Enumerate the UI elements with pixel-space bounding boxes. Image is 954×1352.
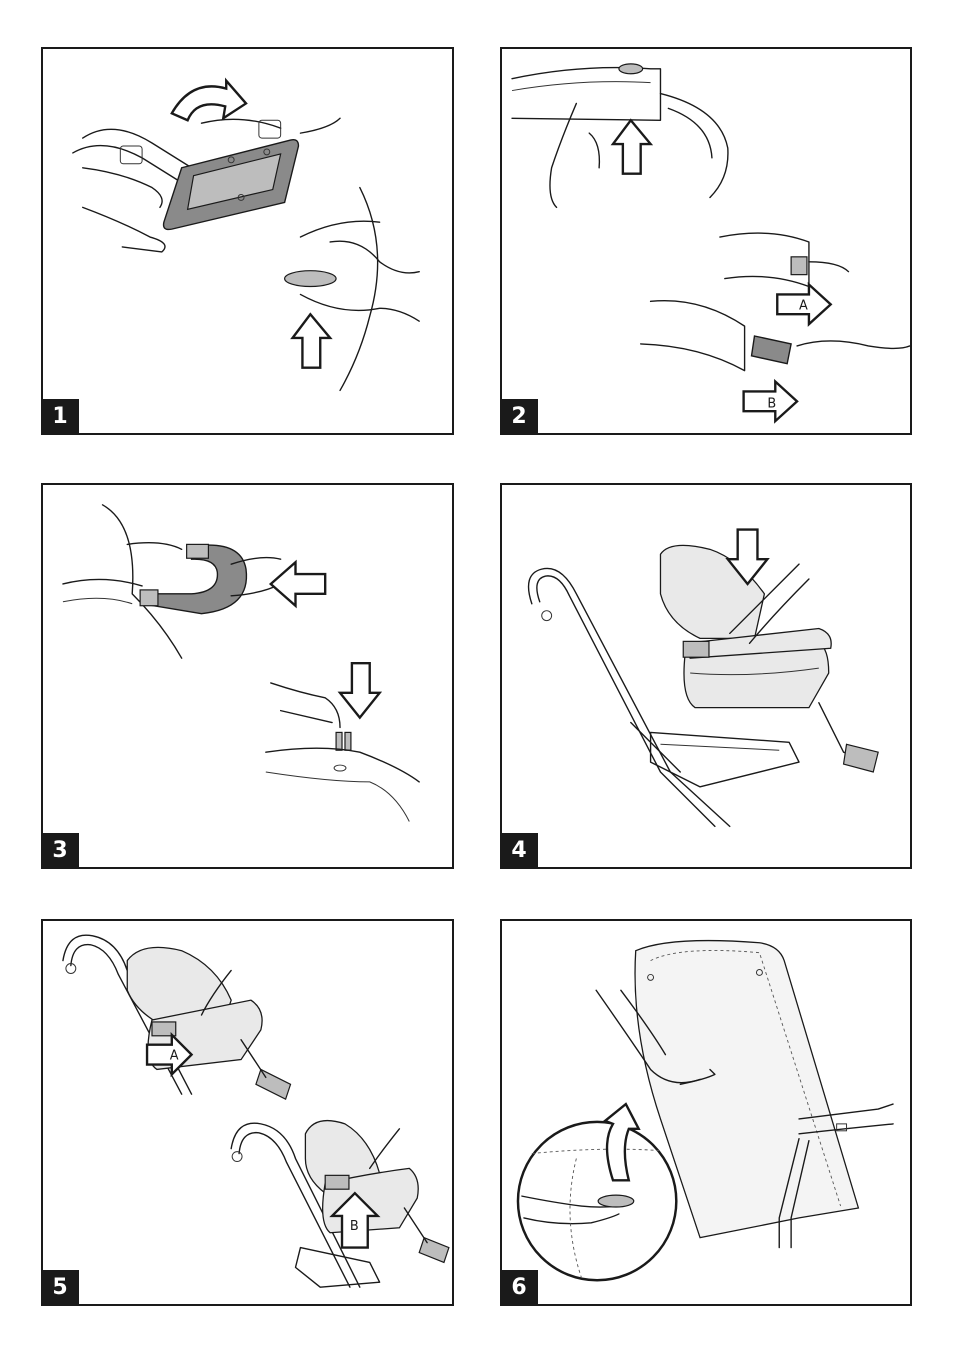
step-6-illustration bbox=[502, 921, 910, 1304]
step-3-illustration bbox=[43, 485, 452, 867]
step-6-panel: 6 bbox=[500, 919, 912, 1306]
step-number: 6 bbox=[500, 1270, 538, 1306]
step-4-panel: 4 bbox=[500, 483, 912, 869]
step-number: 2 bbox=[500, 399, 538, 435]
step-5-illustration: A B bbox=[43, 921, 452, 1304]
step-number: 4 bbox=[500, 833, 538, 869]
arrow-label-b: B bbox=[767, 396, 776, 411]
arrow-label-b: B bbox=[350, 1219, 359, 1234]
step-number: 5 bbox=[41, 1270, 79, 1306]
step-3-panel: 3 bbox=[41, 483, 454, 869]
arrow-label-a: A bbox=[799, 298, 808, 313]
step-4-illustration bbox=[502, 485, 910, 867]
arrow-label-a: A bbox=[170, 1049, 179, 1064]
step-1-illustration bbox=[43, 49, 452, 433]
step-number: 3 bbox=[41, 833, 79, 869]
step-5-panel: A B 5 bbox=[41, 919, 454, 1306]
step-2-panel: A B 2 bbox=[500, 47, 912, 435]
step-1-panel: 1 bbox=[41, 47, 454, 435]
step-number: 1 bbox=[41, 399, 79, 435]
step-2-illustration: A B bbox=[502, 49, 910, 433]
